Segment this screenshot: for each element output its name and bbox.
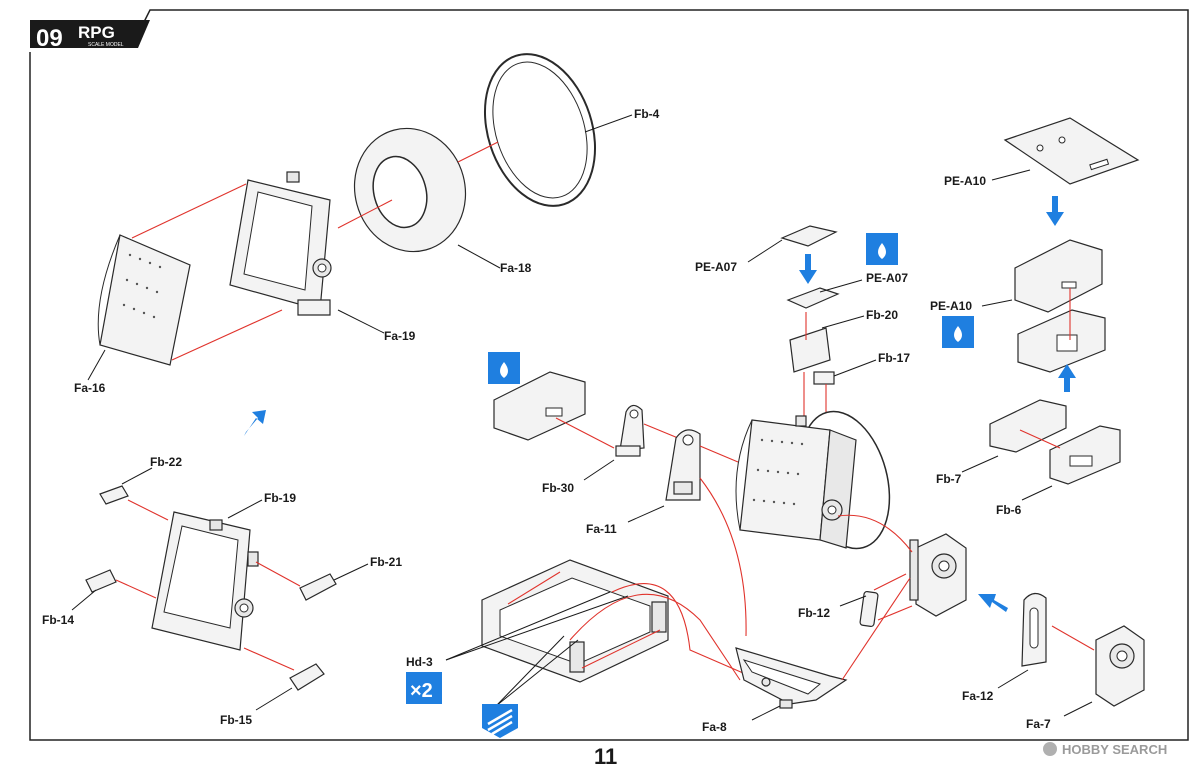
blue-arrow-icon [1046,196,1064,226]
multiplier-badge: ×2 [406,672,442,704]
label-fb12: Fb-12 [798,606,830,620]
label-fa16: Fa-16 [74,381,106,395]
label-pe-a10-top: PE-A10 [944,174,986,188]
part-fb15 [289,663,325,691]
page-number: 11 [594,744,617,768]
part-fb21 [299,573,337,601]
label-fa8: Fa-8 [702,720,727,734]
label-fa18: Fa-18 [500,261,532,275]
label-fb30: Fb-30 [542,481,574,495]
part-fb6 [1049,425,1121,485]
label-fb4: Fb-4 [634,107,660,121]
part-pe-a10-plate [1003,117,1140,185]
part-fb12 [859,590,879,628]
label-hd3: Hd-3 [406,655,433,669]
part-fb20 [789,327,831,373]
hobby-search-watermark: HOBBY SEARCH [1043,742,1167,757]
part-fb14 [85,569,117,593]
part-fa11-arm [665,429,701,501]
label-fb20: Fb-20 [866,308,898,322]
part-fa18-disc [353,127,467,253]
label-pe-a10-glue: PE-A10 [930,299,972,313]
label-fb17: Fb-17 [878,351,910,365]
part-gearbox-assembly [909,533,967,617]
label-fa7: Fa-7 [1026,717,1051,731]
blue-arrow-icon [244,410,266,436]
part-pe-a07-strip [786,287,840,309]
part-fa19-frame [229,171,332,316]
part-fb-cover-box [1014,239,1103,313]
brand-logo: RPG [78,23,115,42]
blue-arrow-icon [978,594,1008,612]
label-fa19: Fa-19 [384,329,416,343]
label-pe-a07-glue: PE-A07 [866,271,908,285]
multiplier-text: ×2 [410,680,433,702]
glue-drop-icon [942,316,974,348]
part-fa16-radiator [97,234,191,366]
label-pe-a07-top: PE-A07 [695,260,737,274]
label-fb15: Fb-15 [220,713,252,727]
part-pe-a07-plate [780,225,838,247]
part-fa8-base [735,647,848,709]
glue-drop-icon [488,352,520,384]
part-fa7-gearbox [1095,625,1145,707]
part-fb-tray [1017,309,1106,373]
label-fb19: Fb-19 [264,491,296,505]
label-fb14: Fb-14 [42,613,74,627]
glue-drop-icon [866,233,898,265]
brand-subtitle: SCALE MODEL [88,42,124,48]
watermark-text: HOBBY SEARCH [1062,742,1167,757]
part-main-radiator-assembly [735,410,891,550]
blue-arrow-icon [799,254,817,284]
label-fb7: Fb-7 [936,472,962,486]
part-fb7 [989,399,1067,453]
label-fb6: Fb-6 [996,503,1022,517]
label-fa12: Fa-12 [962,689,994,703]
part-fa12-arm [1021,592,1047,667]
part-fb22 [99,485,129,505]
label-fb21: Fb-21 [370,555,402,569]
label-fa11: Fa-11 [586,522,617,536]
part-fb30 [615,404,645,457]
part-fb19-frame [151,511,259,651]
step-badge: 09 RPG SCALE MODEL [30,20,150,52]
part-small-box [493,371,586,441]
label-fb22: Fb-22 [150,455,182,469]
step-number: 09 [36,25,63,52]
drill-bit-icon [482,704,518,738]
part-hd3-frame [481,559,669,683]
part-fb17 [813,371,835,385]
blue-arrow-icon [1058,364,1076,392]
